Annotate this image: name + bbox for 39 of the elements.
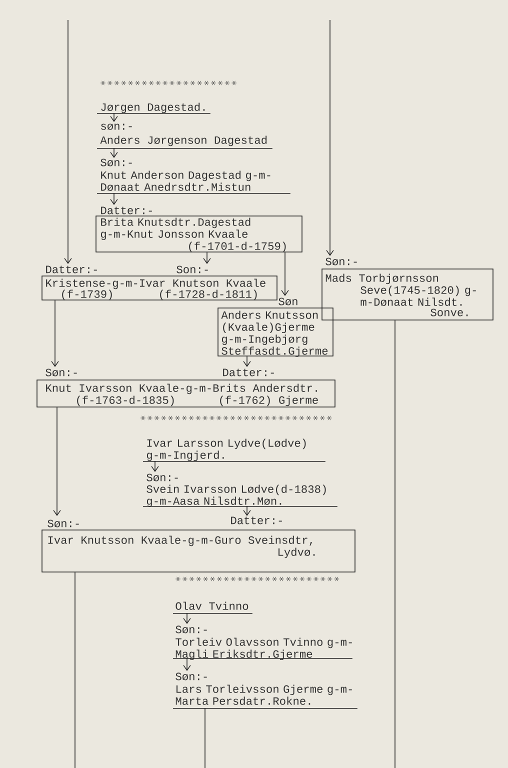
name-entry: Jørgen Dagestad. <box>96 102 211 114</box>
arrow <box>53 407 61 516</box>
connector-line <box>394 320 396 768</box>
family-box: Datter:- Son:- Kristense-g-m-Ivar Knutson Kvaale (f-1739) (f-1728-d-1811) <box>42 266 278 300</box>
connector-line <box>204 708 206 768</box>
arrow <box>243 506 251 516</box>
node-label: Søn:- <box>326 258 357 266</box>
arrow <box>183 658 191 671</box>
arrow <box>110 148 118 158</box>
name-entry: Søn:- Lars Torleivsson Gjerme g-m-Marta Persdatr.Rokne. <box>172 672 358 709</box>
node-label: Datter:- <box>46 266 97 274</box>
arrow <box>243 356 251 367</box>
node-label: Søn <box>278 298 298 306</box>
family-box: Søn:- Datter:- Ivar Knutsson Kvaale-g-m-Guro Sveinsdtr, Lydvø. <box>42 516 356 572</box>
family-box: Søn:- Mads Torbjørnsson Seve(1745-1820) g-m-Dønaat Nilsdt. Sonve. <box>322 258 494 320</box>
name-entry: søn:- Anders Jørgenson Dagestad <box>96 124 273 149</box>
node-label: Son:- <box>176 266 208 274</box>
node-label: Datter:- <box>223 368 274 376</box>
node-label: Søn:- <box>46 368 77 376</box>
connector-line <box>74 572 76 768</box>
arrow <box>51 300 59 367</box>
arrow <box>64 20 72 264</box>
arrow <box>110 193 118 205</box>
name-entry: Søn:- Knut Anderson Dagestad g-m-Dønaat Anedrsdtr.Mistun <box>96 158 291 194</box>
arrow <box>281 252 289 296</box>
name-entry: Søn:- Svein Ivarsson Lødve(d-1838) g-m-Aasa Nilsdtr.Møn. <box>142 474 338 508</box>
node-label: Datter:- <box>101 206 152 214</box>
name-entry: Ivar Larsson Lydve(Lødve) g-m-Ingjerd. <box>142 438 326 462</box>
arrow <box>151 461 159 472</box>
family-box: Søn:- Datter:- Knut Ivarsson Kvaale-g-m-Brits Andersdtr. (f-1763-d-1835) (f-1762) Gjerme <box>36 368 336 408</box>
name-entry: Søn:- Torleiv Olavsson Tvinno g-m-Magli Eriksdtr.Gjerme <box>172 626 353 660</box>
arrow <box>326 20 334 256</box>
arrow <box>203 252 211 264</box>
node-label: Datter:- <box>231 516 282 524</box>
arrow <box>183 613 191 624</box>
node-label: Søn:- <box>48 520 79 528</box>
arrow <box>110 113 118 122</box>
name-entry: Olav Tvinno <box>172 602 253 614</box>
family-box: Datter:- Brita Knutsdtr.Dagestad g-m-Knut Jonsson Kvaale (f-1701-d-1759) <box>96 206 302 252</box>
